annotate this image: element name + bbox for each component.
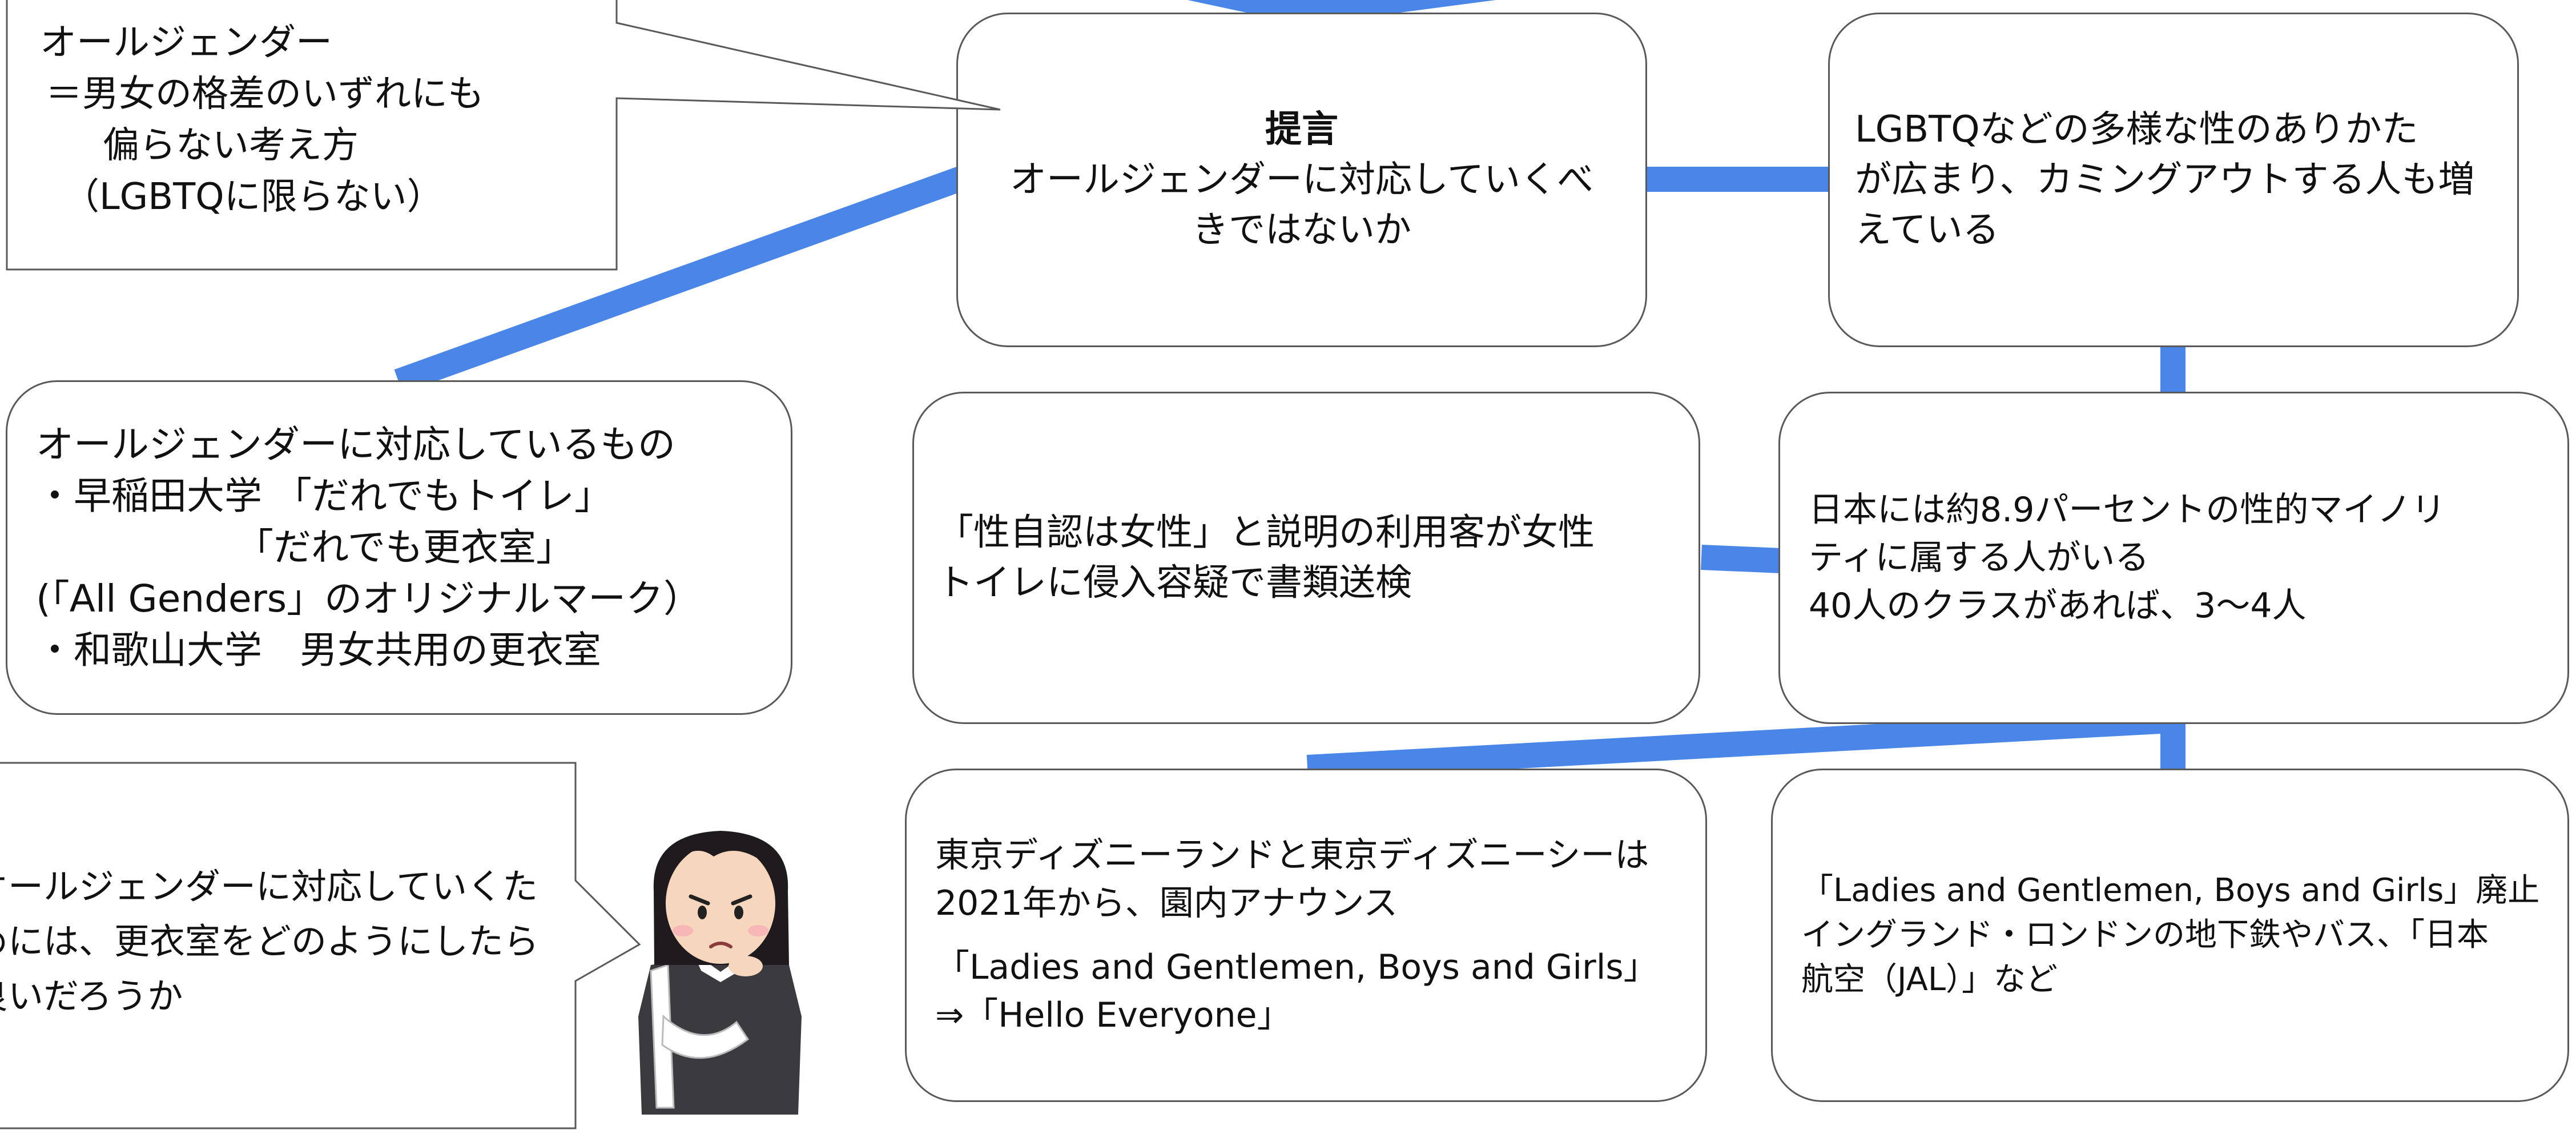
disney-box: 東京ディズニーランドと東京ディズニーシーは 2021年から、園内アナウンス 「L… (905, 769, 1707, 1102)
connector-statistics-disney (1306, 708, 2172, 780)
examples-text-line: 「だれでも更衣室」 (236, 525, 574, 569)
statistics-box: 日本には約8.9パーセントの性的マイノリ ティに属する人がいる 40人のクラスが… (1778, 392, 2569, 724)
connector-proposal-examples (394, 166, 967, 393)
statistics-text-line: 40人のクラスがあれば、3〜4人 (1809, 586, 2307, 626)
examples-text-line: (「All Genders」のオリジナルマーク） (36, 577, 702, 621)
statistics-text-line: 日本には約8.9パーセントの性的マイノリ (1809, 490, 2446, 530)
disney-text-line: 「Ladies and Gentlemen, Boys and Girls」 (935, 947, 1658, 987)
diversity-text-line: が広まり、カミングアウトする人も増 (1855, 159, 2475, 201)
examples-box: オールジェンダーに対応しているもの ・早稲田大学 「だれでもトイレ」 「だれでも… (6, 380, 792, 715)
examples-text-line: ・早稲田大学 「だれでもトイレ」 (36, 474, 612, 518)
question-text-line: オールジェンダーに対応していくた (0, 866, 538, 907)
disney-text-line: 2021年から、園内アナウンス (935, 883, 1398, 923)
definition-callout-shape (6, 0, 1001, 271)
examples-text-line: オールジェンダーに対応しているもの (36, 423, 676, 467)
definition-text-line: （LGBTQに限らない） (63, 176, 444, 218)
question-text-line: 良いだろうか (0, 975, 183, 1017)
proposal-title: 提言 (1265, 108, 1338, 151)
proposal-text-line: オールジェンダーに対応していくべ (1009, 159, 1594, 201)
incident-text-line: トイレに侵入容疑で書類送検 (937, 562, 1412, 604)
incident-box: 「性自認は女性」と説明の利用客が女性 トイレに侵入容疑で書類送検 (912, 392, 1700, 724)
diversity-box: LGBTQなどの多様な性のありかた が広まり、カミングアウトする人も増 えている (1828, 13, 2519, 347)
statistics-text-line: ティに属する人がいる (1809, 538, 2150, 578)
abroad-box: 「Ladies and Gentlemen, Boys and Girls」廃止… (1771, 769, 2569, 1102)
definition-text-line: オールジェンダー (40, 22, 332, 64)
disney-text-line: ⇒「Hello Everyone」 (935, 995, 1291, 1035)
connector-statistics-incident (1701, 545, 1782, 573)
abroad-text-line: 航空（JAL）」など (1801, 961, 2058, 998)
question-callout-shape (0, 762, 641, 1129)
definition-text-line: ＝男女の格差のいずれにも (46, 73, 484, 115)
question-callout: オールジェンダーに対応していくた めには、更衣室をどのようにしたら 良いだろうか (0, 859, 571, 1031)
definition-text-line: 偏らない考え方 (103, 124, 359, 167)
examples-text-line: ・和歌山大学 男女共用の更衣室 (36, 628, 601, 672)
question-text-line: めには、更衣室をどのようにしたら (0, 920, 540, 962)
incident-text-line: 「性自認は女性」と説明の利用客が女性 (937, 512, 1595, 554)
abroad-text-line: 「Ladies and Gentlemen, Boys and Girls」廃止 (1801, 872, 2540, 909)
worried-woman-icon (638, 831, 802, 1115)
diversity-text-line: えている (1855, 209, 1999, 251)
definition-callout: オールジェンダー ＝男女の格差のいずれにも 偏らない考え方 （LGBTQに限らな… (40, 17, 611, 257)
disney-text-line: 東京ディズニーランドと東京ディズニーシーは (935, 835, 1649, 875)
proposal-box: 提言 オールジェンダーに対応していくべ きではないか (956, 13, 1647, 347)
abroad-text-line: イングランド・ロンドンの地下鉄やバス、「日本 (1801, 916, 2489, 954)
diversity-text-line: LGBTQなどの多様な性のありかた (1855, 108, 2418, 151)
proposal-text-line: きではないか (1192, 209, 1411, 251)
